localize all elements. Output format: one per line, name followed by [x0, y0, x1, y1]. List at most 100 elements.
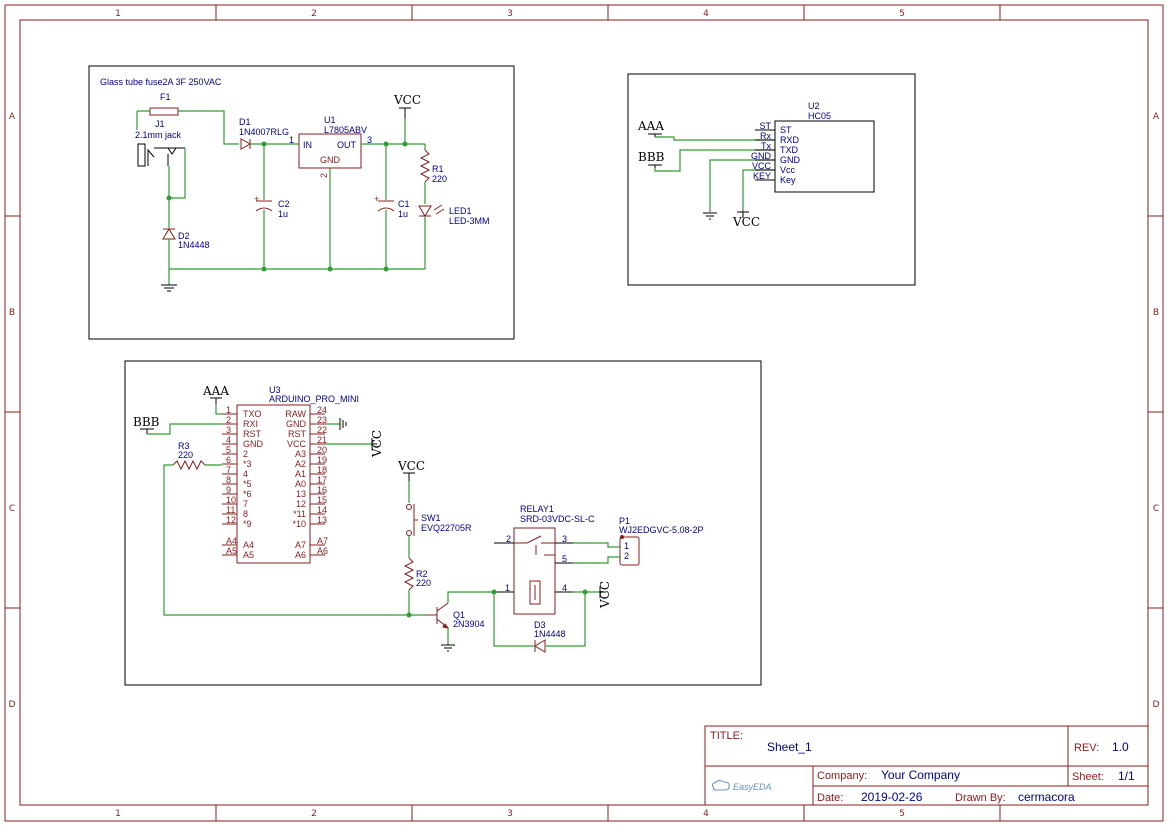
u3-left-name-11: *9 — [243, 519, 252, 529]
bt-left-pin-0: ST — [759, 121, 771, 131]
capacitor-c1[interactable] — [377, 200, 395, 212]
company-value: Your Company — [881, 768, 960, 782]
j1-value: 2.1mm jack — [135, 130, 182, 140]
d3-ref: D3 — [534, 620, 546, 630]
capacitor-c2[interactable] — [255, 200, 273, 212]
u3-left-num-9: 10 — [226, 495, 236, 505]
led-led1[interactable] — [418, 204, 445, 217]
c2-ref: C2 — [278, 199, 290, 209]
row-label-b-right: B — [1153, 308, 1159, 318]
u3-right-name-12: A7 — [295, 540, 306, 550]
u3-left-num-0: 1 — [226, 405, 231, 415]
relay-pin2: 2 — [506, 534, 511, 544]
u1-pin3: 3 — [367, 135, 372, 145]
u3-right-num-5: 19 — [317, 455, 327, 465]
u3-right-name-3: VCC — [287, 439, 307, 449]
fuse-f1[interactable] — [149, 107, 179, 116]
u3-left-num-8: 9 — [226, 485, 231, 495]
vcc-label-2: VCC — [732, 215, 760, 229]
u3-left-name-8: *6 — [243, 489, 252, 499]
ground-symbol-2 — [703, 212, 717, 220]
u3-left-num-6: 7 — [226, 465, 231, 475]
switch-sw1[interactable] — [406, 504, 419, 536]
ground-symbol-3 — [339, 418, 347, 430]
u3-right-num-4: 20 — [317, 445, 327, 455]
resistor-r2[interactable] — [403, 557, 415, 591]
u3-right-name-7: A0 — [295, 479, 306, 489]
u3-left-name-0: TXO — [243, 409, 262, 419]
u1-value: L7805ABV — [324, 125, 367, 135]
relay-ref: RELAY1 — [520, 504, 554, 514]
title-label: TITLE: — [710, 730, 743, 742]
u3-right-name-5: A2 — [295, 459, 306, 469]
row-label-c: C — [9, 504, 15, 514]
drawn-by-label: Drawn By: — [955, 792, 1006, 804]
connector-p1[interactable] — [619, 535, 640, 566]
diode-d2[interactable] — [162, 228, 176, 240]
row-label-b: B — [9, 308, 15, 318]
c1-plus: + — [374, 194, 379, 204]
u3-left-name-10: 8 — [243, 509, 248, 519]
r3-value: 220 — [178, 450, 193, 460]
sw1-ref: SW1 — [421, 513, 441, 523]
u3-left-num-13: A5 — [226, 546, 237, 556]
u3-left-num-2: 3 — [226, 425, 231, 435]
d1-ref: D1 — [239, 117, 251, 127]
bt-module-u2[interactable] — [774, 120, 875, 193]
aaa-label-1: AAA — [637, 119, 664, 133]
col-label-5-bottom: 5 — [899, 809, 905, 819]
led1-ref: LED1 — [449, 206, 472, 216]
u3-right-num-13: A6 — [317, 546, 328, 556]
u3-right-name-9: 12 — [296, 499, 306, 509]
date-label: Date: — [817, 792, 843, 804]
u3-left-num-12: A4 — [226, 536, 237, 546]
bt-left-pin-3: GND — [751, 151, 772, 161]
r2-value: 220 — [416, 578, 431, 588]
bt-left-pin-4: VCC — [752, 161, 772, 171]
vcc-label-3: VCC — [370, 430, 384, 458]
easyeda-logo: EasyEDA — [711, 780, 772, 792]
q1-ref: Q1 — [453, 610, 465, 620]
col-label-1-bottom: 1 — [115, 809, 121, 819]
c2-value: 1u — [278, 209, 288, 219]
title-block: TITLE: Sheet_1 REV: 1.0 Company: Your Co… — [704, 725, 1149, 806]
diode-d1[interactable] — [240, 138, 252, 150]
p1-pin1: 1 — [624, 541, 629, 551]
svg-text:EasyEDA: EasyEDA — [733, 782, 772, 792]
u3-right-num-12: A7 — [317, 536, 328, 546]
r3-ref: R3 — [178, 441, 190, 451]
sheet-value: 1/1 — [1118, 769, 1135, 783]
u3-right-num-11: 13 — [317, 515, 327, 525]
resistor-r3[interactable] — [172, 459, 206, 471]
u3-left-name-3: GND — [243, 439, 264, 449]
u3-left-name-6: 4 — [243, 469, 248, 479]
relay-value: SRD-03VDC-SL-C — [520, 514, 595, 524]
resistor-r1[interactable] — [419, 149, 431, 183]
u1-pin2: 2 — [319, 173, 329, 178]
u3-left-name-7: *5 — [243, 479, 252, 489]
relay-pin1: 1 — [505, 583, 510, 593]
bbb-label-2: BBB — [133, 415, 160, 429]
u3-right-name-8: 13 — [296, 489, 306, 499]
bt-left-pin-1: Rx — [760, 131, 771, 141]
sw1-value: EVQ22705R — [421, 523, 472, 533]
transistor-q1[interactable] — [425, 602, 450, 629]
u3-right-name-6: A1 — [295, 469, 306, 479]
u3-left-name-9: 7 — [243, 499, 248, 509]
dc-jack-j1[interactable] — [137, 143, 185, 167]
relay-relay1[interactable] — [513, 527, 556, 615]
p1-pin2: 2 — [624, 551, 629, 561]
d3-value: 1N4448 — [534, 629, 566, 639]
col-label-3: 3 — [507, 9, 513, 19]
u3-right-num-1: 23 — [317, 415, 327, 425]
diode-d3[interactable] — [534, 639, 546, 653]
date-value: 2019-02-26 — [861, 790, 923, 804]
u3-right-num-6: 18 — [317, 465, 327, 475]
row-label-a-right: A — [1153, 112, 1160, 122]
ground-symbol-4 — [441, 644, 455, 652]
drawn-by-value: cermacora — [1018, 790, 1075, 804]
drawing-frame: 1 2 3 4 5 1 2 3 4 5 A B C D A B C D — [4, 4, 1164, 822]
vcc-label-5: VCC — [598, 581, 612, 609]
bt-right-pin-3: GND — [780, 155, 801, 165]
